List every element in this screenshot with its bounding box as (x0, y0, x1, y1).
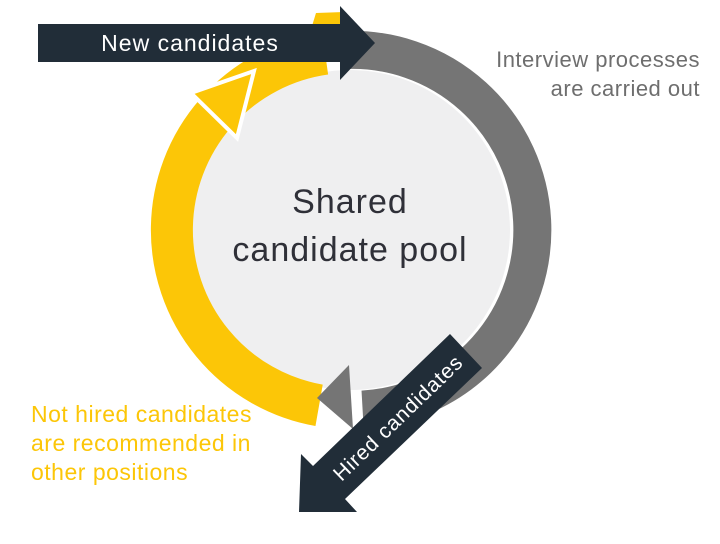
new-candidates-arrow-bar (38, 24, 340, 62)
hired-candidates-arrow (299, 334, 482, 512)
center-title-line1: Shared (292, 183, 408, 221)
yellow-arc-arrowhead-icon (187, 67, 257, 142)
interview-arc-arrowhead-icon (317, 365, 353, 429)
yellow-arc-endcap (312, 12, 347, 26)
shared-pool-circle (190, 70, 510, 390)
not-hired-caption-line1: Not hired candidates (31, 401, 252, 427)
new-candidates-label: New candidates (101, 30, 279, 56)
interview-caption-line2: are carried out (551, 76, 700, 101)
interview-caption-line1: Interview processes (496, 47, 700, 72)
not-hired-loop-arc (150, 32, 329, 426)
new-candidates-arrowhead-icon (340, 6, 375, 80)
not-hired-caption-line3: other positions (31, 459, 188, 485)
center-title-line2: candidate pool (232, 231, 467, 269)
not-hired-caption-line2: are recommended in (31, 430, 251, 456)
